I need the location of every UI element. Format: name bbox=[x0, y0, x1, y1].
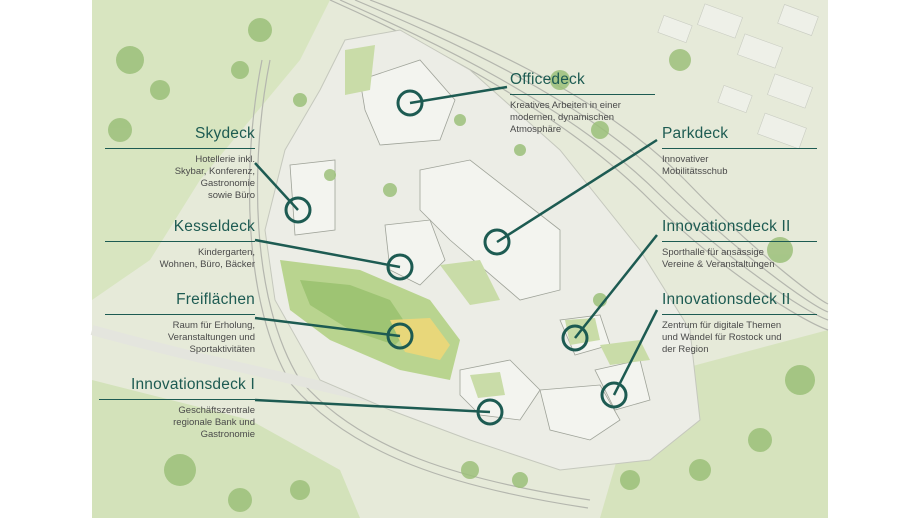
label-description: Raum für Erholung, Veranstaltungen und S… bbox=[167, 320, 255, 355]
trees bbox=[108, 18, 815, 512]
label-title: Officedeck bbox=[510, 70, 655, 95]
label-description: Kindergarten, Wohnen, Büro, Bäcker bbox=[159, 247, 255, 270]
label-innovationsdeck-2a: Innovationsdeck II Sporthalle für ansäss… bbox=[662, 217, 817, 271]
label-description: Kreatives Arbeiten in einer modernen, dy… bbox=[510, 100, 621, 135]
location-markers bbox=[284, 89, 628, 426]
label-description: Sporthalle für ansässige Vereine & Veran… bbox=[662, 247, 775, 270]
marker-innovationsdeck-2a[interactable] bbox=[561, 324, 589, 352]
label-description: Innovativer Mobilitätsschub bbox=[662, 154, 728, 177]
label-title: Skydeck bbox=[105, 124, 255, 149]
label-title: Innovationsdeck I bbox=[99, 375, 255, 400]
connector-lines bbox=[254, 85, 659, 414]
play-area bbox=[390, 318, 450, 360]
label-innovationsdeck-2b: Innovationsdeck II Zentrum für digitale … bbox=[662, 290, 817, 356]
label-freiflaechen: Freiflächen Raum für Erholung, Veranstal… bbox=[105, 290, 255, 356]
park-inner bbox=[300, 280, 410, 345]
label-title: Innovationsdeck II bbox=[662, 217, 817, 242]
marker-kesseldeck[interactable] bbox=[386, 253, 414, 281]
marker-parkdeck[interactable] bbox=[483, 228, 511, 256]
marker-innovationsdeck-2b[interactable] bbox=[600, 381, 628, 409]
marker-freiflaechen[interactable] bbox=[386, 322, 414, 350]
label-innovationsdeck-1: Innovationsdeck I Geschäftszentrale regi… bbox=[99, 375, 255, 441]
marker-innovationsdeck-1[interactable] bbox=[476, 398, 504, 426]
label-description: Zentrum für digitale Themen und Wandel f… bbox=[662, 320, 782, 355]
label-description: Hotellerie inkl. Skybar, Konferenz, Gast… bbox=[174, 154, 255, 201]
marker-skydeck[interactable] bbox=[284, 196, 312, 224]
label-kesseldeck: Kesseldeck Kindergarten, Wohnen, Büro, B… bbox=[105, 217, 255, 271]
green-area-west bbox=[92, 0, 330, 300]
green-roofs bbox=[345, 45, 650, 398]
residential-blocks bbox=[657, 3, 819, 150]
label-title: Innovationsdeck II bbox=[662, 290, 817, 315]
label-title: Freiflächen bbox=[105, 290, 255, 315]
label-officedeck: Officedeck Kreatives Arbeiten in einer m… bbox=[510, 70, 655, 136]
railway-tracks bbox=[248, 0, 829, 509]
label-title: Kesseldeck bbox=[105, 217, 255, 242]
label-title: Parkdeck bbox=[662, 124, 817, 149]
marker-officedeck[interactable] bbox=[396, 89, 424, 117]
label-parkdeck: Parkdeck Innovativer Mobilitätsschub bbox=[662, 124, 817, 178]
label-skydeck: Skydeck Hotellerie inkl. Skybar, Konfere… bbox=[105, 124, 255, 202]
label-description: Geschäftszentrale regionale Bank und Gas… bbox=[173, 405, 255, 440]
